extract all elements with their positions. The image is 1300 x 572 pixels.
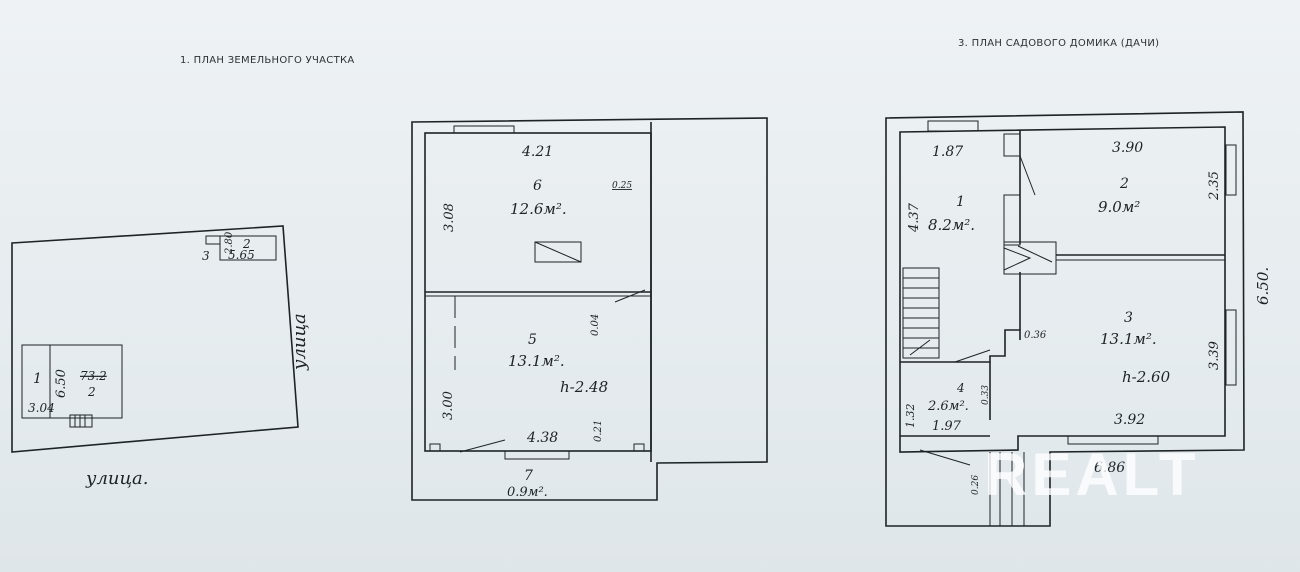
plan-a-column-left — [429, 443, 441, 452]
plan-a-area-7: 0.9м². — [507, 485, 548, 500]
plan-b-window-top — [927, 120, 979, 132]
plan-b-room-2: 2 — [1119, 176, 1129, 192]
plan-b-door-frame-top — [1003, 133, 1021, 157]
plan-b-dim-392: 3.92 — [1114, 412, 1145, 428]
plan-b-door-swing-top — [1019, 155, 1036, 196]
plan-b-stove-diagonal — [1017, 245, 1053, 263]
plan-b-area-3: 13.1м². — [1100, 330, 1157, 348]
plan-b-inner — [899, 126, 1226, 453]
plan-a-dim-004: 0.04 — [590, 314, 601, 336]
plan-b-door-swing-entry — [919, 449, 971, 466]
plan-a-dim-021: 0.21 — [593, 420, 604, 442]
plan-a-hatch-diagonal — [534, 241, 582, 263]
plan-a-height-5: h-2.48 — [560, 378, 608, 396]
site-small-280: 2.80 — [224, 231, 235, 255]
plan-b-height-3: h-2.60 — [1122, 368, 1171, 386]
plan-b-dim-235: 2.35 — [1207, 171, 1222, 201]
plan-b-stair-arrow — [909, 339, 931, 356]
site-outbuilding — [219, 235, 277, 261]
plan-b-area-4: 2.6м². — [927, 399, 969, 414]
plan-a-area-5: 13.1м². — [508, 352, 565, 370]
plan-b-window-right-bottom — [1225, 309, 1237, 386]
site-small-565: 5.65 — [228, 248, 255, 262]
land-plan-title: 1. ПЛАН ЗЕМЕЛЬНОГО УЧАСТКА — [180, 55, 355, 66]
plan-a-hatch — [534, 241, 582, 263]
plan-a-outer — [411, 117, 768, 501]
plan-b-dim-650: 6.50. — [1254, 267, 1272, 305]
site-small-2: 2 — [242, 237, 251, 251]
house-plan-title: 3. ПЛАН САДОВОГО ДОМИКА (ДАЧИ) — [958, 38, 1160, 49]
site-dim-304: 3.04 — [28, 401, 55, 415]
plan-a-door-swing-upper — [614, 289, 646, 303]
site-plan: 1 3.04 6.50 73.2 2 3 2 2.80 5.65 улица у… — [11, 225, 310, 489]
plan-b-room-4: 4 — [956, 381, 965, 395]
plan-b-area-1: 8.2м². — [928, 216, 975, 234]
plan-b-pillar — [1003, 194, 1021, 246]
plan-b-stove — [1003, 241, 1057, 275]
plan-b-dim-339: 3.39 — [1207, 341, 1222, 370]
plan-b-dim-390: 3.90 — [1112, 140, 1143, 156]
plan-b-dim-033: 0.33 — [981, 385, 991, 405]
site-dim-650: 6.50 — [54, 369, 69, 398]
floor-plan-a: 4.21 3.08 6 12.6м². 0.25 5 13.1м². h-2.4… — [411, 117, 768, 501]
street-label-bottom: улица. — [85, 468, 149, 489]
plan-b-door-swing-4 — [954, 349, 991, 363]
plan-b-stairs — [902, 267, 940, 359]
plan-a-room-6: 6 — [533, 178, 542, 194]
plan-b-dim-187: 1.87 — [932, 144, 963, 160]
plan-a-dim-bottom: 4.38 — [526, 430, 558, 446]
plan-a-dim-top: 4.21 — [521, 144, 553, 160]
plan-b-dim-197: 1.97 — [932, 419, 962, 434]
plan-b-window-right-top — [1225, 144, 1237, 196]
plan-b-room-3: 3 — [1124, 310, 1133, 326]
plan-b-outer — [885, 111, 1245, 527]
plan-a-area-6: 12.6м². — [510, 200, 567, 218]
site-house-area: 73.2 — [80, 369, 107, 383]
plan-a-window-bottom — [504, 450, 570, 460]
site-house-outline — [21, 344, 123, 419]
plan-b-room-1: 1 — [956, 194, 965, 210]
plan-b-dim-686: 6.86 — [1094, 460, 1125, 476]
street-label-right: улица — [289, 313, 310, 371]
plan-b-dim-437: 4.37 — [907, 202, 922, 233]
site-boundary — [11, 225, 299, 453]
plan-a-room-5: 5 — [528, 332, 537, 348]
floor-plan-b: 1.87 3.90 2.35 4.37 1 8.2м². 2 9.0м² 6.5… — [885, 111, 1272, 527]
site-porch — [69, 414, 93, 428]
plan-a-door-swing-lower — [459, 439, 506, 453]
site-house-floor: 2 — [87, 385, 96, 399]
site-outbuilding-annex — [205, 235, 221, 245]
plan-a-dim-left-bottom: 3.00 — [441, 391, 456, 420]
plan-a-dim-left-top: 3.08 — [442, 203, 457, 232]
plan-b-stove-mark — [1003, 247, 1032, 271]
plan-a-column-right — [633, 443, 645, 452]
plan-b-dim-036: 0.36 — [1024, 330, 1047, 341]
plan-b-area-2: 9.0м² — [1098, 198, 1140, 216]
plan-a-room-7: 7 — [524, 468, 533, 484]
plan-a-window-top — [453, 125, 515, 134]
plan-a-dim-025: 0.25 — [612, 181, 632, 191]
plan-b-dim-026: 0.26 — [971, 475, 981, 495]
plan-b-stair-steps — [903, 277, 939, 359]
plan-b-window-bottom — [1067, 435, 1159, 445]
watermark-logo: REALT — [984, 441, 1200, 508]
site-small-3: 3 — [202, 249, 210, 263]
site-room-1: 1 — [33, 371, 42, 387]
plan-b-dim-132: 1.32 — [904, 404, 917, 429]
plan-b-wall-4 — [900, 329, 1021, 363]
